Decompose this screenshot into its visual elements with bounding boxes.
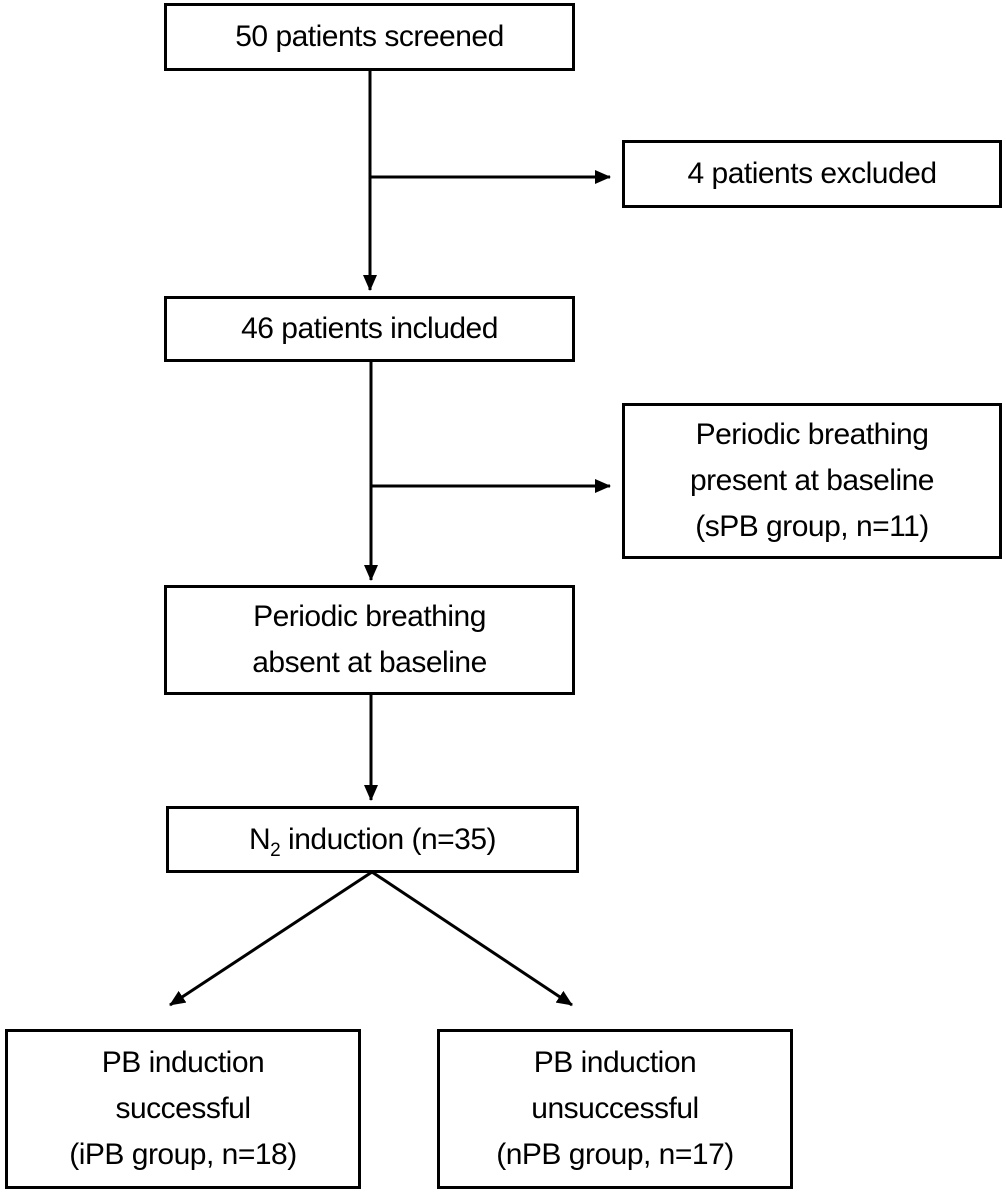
node-excluded-text: 4 patients excluded	[687, 157, 937, 190]
node-npb-line-1: PB induction	[533, 1046, 697, 1079]
node-spb-line-1: Periodic breathing	[695, 418, 929, 451]
arrow-n2-to-npb	[371, 870, 573, 1007]
node-ipb-line-1: PB induction	[101, 1046, 265, 1079]
node-excluded: 4 patients excluded	[622, 140, 1002, 208]
node-npb-line-3: (nPB group, n=17)	[496, 1138, 734, 1171]
node-spb-line-3: (sPB group, n=11)	[695, 510, 929, 543]
node-n2-induction: N2 induction (n=35)	[166, 806, 579, 873]
arrow-n2-to-ipb	[169, 870, 373, 1007]
node-ipb: PB induction successful (iPB group, n=18…	[5, 1029, 361, 1189]
node-n2-text: N2 induction (n=35)	[248, 817, 497, 863]
node-included-text: 46 patients included	[241, 312, 498, 345]
node-included: 46 patients included	[164, 296, 575, 362]
node-screened-text: 50 patients screened	[235, 20, 504, 53]
node-screened: 50 patients screened	[164, 3, 575, 71]
node-absent: Periodic breathing absent at baseline	[164, 585, 575, 695]
n2-subscript: 2	[270, 839, 281, 861]
n2-suffix: induction (n=35)	[280, 822, 497, 856]
node-spb-line-2: present at baseline	[689, 464, 935, 497]
node-npb-line-2: unsuccessful	[531, 1092, 699, 1125]
node-ipb-line-2: successful	[115, 1092, 251, 1125]
node-absent-line-1: Periodic breathing	[253, 600, 486, 633]
node-ipb-line-3: (iPB group, n=18)	[69, 1138, 297, 1171]
n2-prefix: N	[248, 822, 271, 856]
node-spb: Periodic breathing present at baseline (…	[622, 403, 1002, 559]
node-npb: PB induction unsuccessful (nPB group, n=…	[437, 1029, 793, 1189]
node-absent-line-2: absent at baseline	[252, 646, 487, 679]
